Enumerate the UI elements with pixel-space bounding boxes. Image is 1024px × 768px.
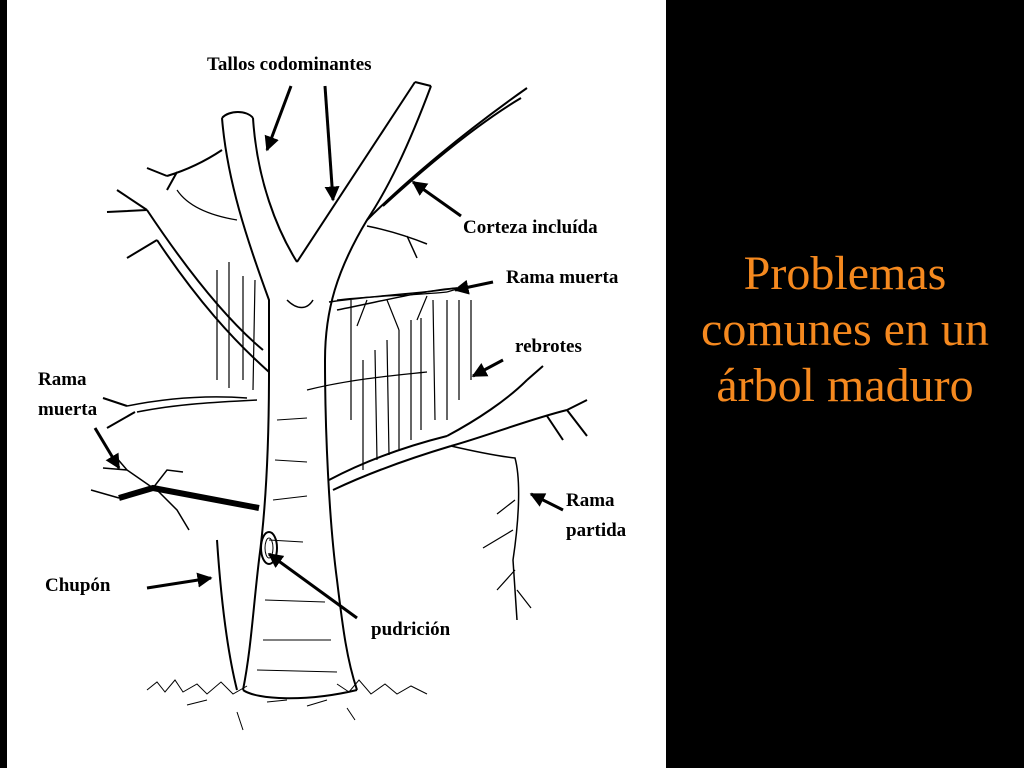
label-dead-branch-left-line1: Rama xyxy=(38,369,87,390)
arrow-pudricion xyxy=(267,552,358,620)
sucker-shoot xyxy=(216,539,238,691)
slide-title: Problemas comunes en un árbol maduro xyxy=(666,246,1024,414)
tree-illustration xyxy=(90,81,588,731)
diagram-panel xyxy=(7,0,666,768)
title-line-3: árbol maduro xyxy=(716,359,974,412)
label-dead-branch-right: Rama muerta xyxy=(506,267,619,288)
arrow-tallos-right xyxy=(323,85,340,202)
label-codominant-stems: Tallos codominantes xyxy=(207,54,372,75)
left-branches xyxy=(102,149,270,429)
arrow-rebrotes xyxy=(471,358,504,378)
arrow-tallos-left xyxy=(264,85,293,152)
tree-trunk xyxy=(242,359,358,700)
label-included-bark: Corteza incluída xyxy=(463,217,598,238)
ground-grass xyxy=(146,679,428,731)
arrow-rama-partida xyxy=(529,492,564,512)
label-split-branch-line1: Rama xyxy=(566,490,615,511)
label-decay: pudrición xyxy=(371,619,451,640)
label-dead-branch-left-line2: muerta xyxy=(38,399,98,420)
title-line-1: Problemas xyxy=(743,247,947,300)
label-water-sprouts: rebrotes xyxy=(515,336,582,357)
arrow-rama-muerta-left xyxy=(93,427,121,470)
dead-branch-left xyxy=(90,455,260,531)
dead-branch-right xyxy=(328,225,458,303)
title-line-2: comunes en un xyxy=(701,303,989,356)
label-sucker: Chupón xyxy=(45,575,111,596)
label-split-branch-line2: partida xyxy=(566,520,627,541)
codominant-stems xyxy=(221,81,528,372)
arrow-corteza xyxy=(411,180,462,218)
arrow-rama-muerta-right xyxy=(453,279,494,295)
arrow-chupon xyxy=(146,572,213,590)
right-branches xyxy=(306,287,588,621)
pointer-arrows xyxy=(93,85,564,620)
